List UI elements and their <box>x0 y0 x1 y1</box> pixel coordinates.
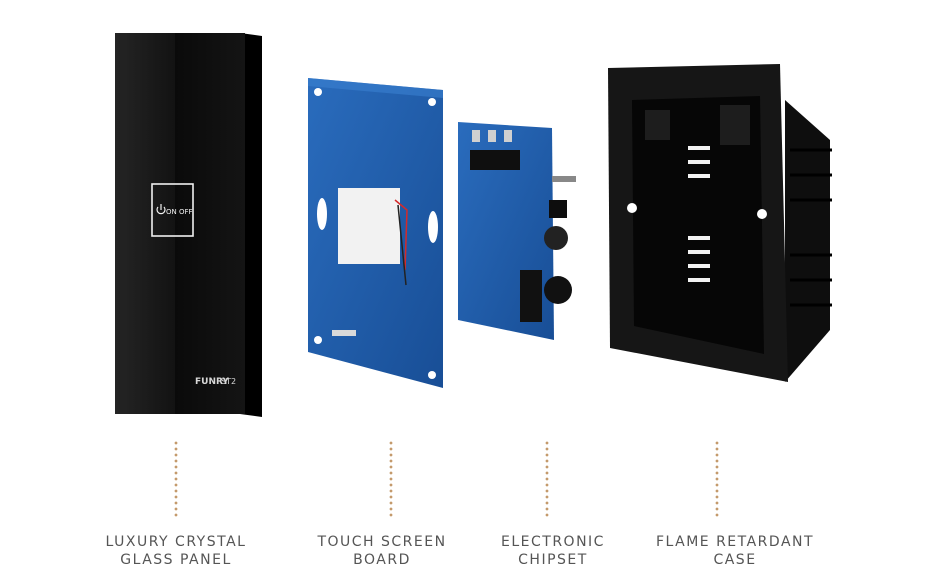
on-off-button-frame <box>151 183 194 237</box>
caption-touch-board: TOUCH SCREEN BOARD <box>272 533 492 569</box>
glass-panel: ON OFF FUNRY ST2 <box>115 33 262 417</box>
touch-sensor-pad <box>338 188 400 264</box>
caption-line: TOUCH SCREEN <box>317 534 447 550</box>
chipset <box>458 122 576 340</box>
case <box>608 64 832 382</box>
caption-glass-panel: LUXURY CRYSTAL GLASS PANEL <box>66 533 286 569</box>
caption-line: ELECTRONIC <box>501 534 605 550</box>
caption-line: GLASS PANEL <box>120 552 232 568</box>
leader-line-case <box>715 440 719 518</box>
caption-case: FLAME RETARDANT CASE <box>625 533 845 569</box>
caption-chipset: ELECTRONIC CHIPSET <box>443 533 663 569</box>
product-exploded-view: ON OFF FUNRY ST2 <box>115 33 832 417</box>
brand-logo: FUNRY <box>195 377 229 387</box>
caption-line: CHIPSET <box>518 552 588 568</box>
touch-board <box>308 78 443 388</box>
leader-line-touch-board <box>389 440 393 518</box>
caption-line: CASE <box>713 552 757 568</box>
caption-line: BOARD <box>353 552 411 568</box>
caption-line: LUXURY CRYSTAL <box>105 534 247 550</box>
power-icon <box>156 204 166 215</box>
on-off-label: ON OFF <box>166 208 193 216</box>
leader-line-chipset <box>545 440 549 518</box>
leader-line-glass-panel <box>174 440 178 518</box>
caption-line: FLAME RETARDANT <box>655 534 815 550</box>
model-label: ST2 <box>221 377 236 386</box>
